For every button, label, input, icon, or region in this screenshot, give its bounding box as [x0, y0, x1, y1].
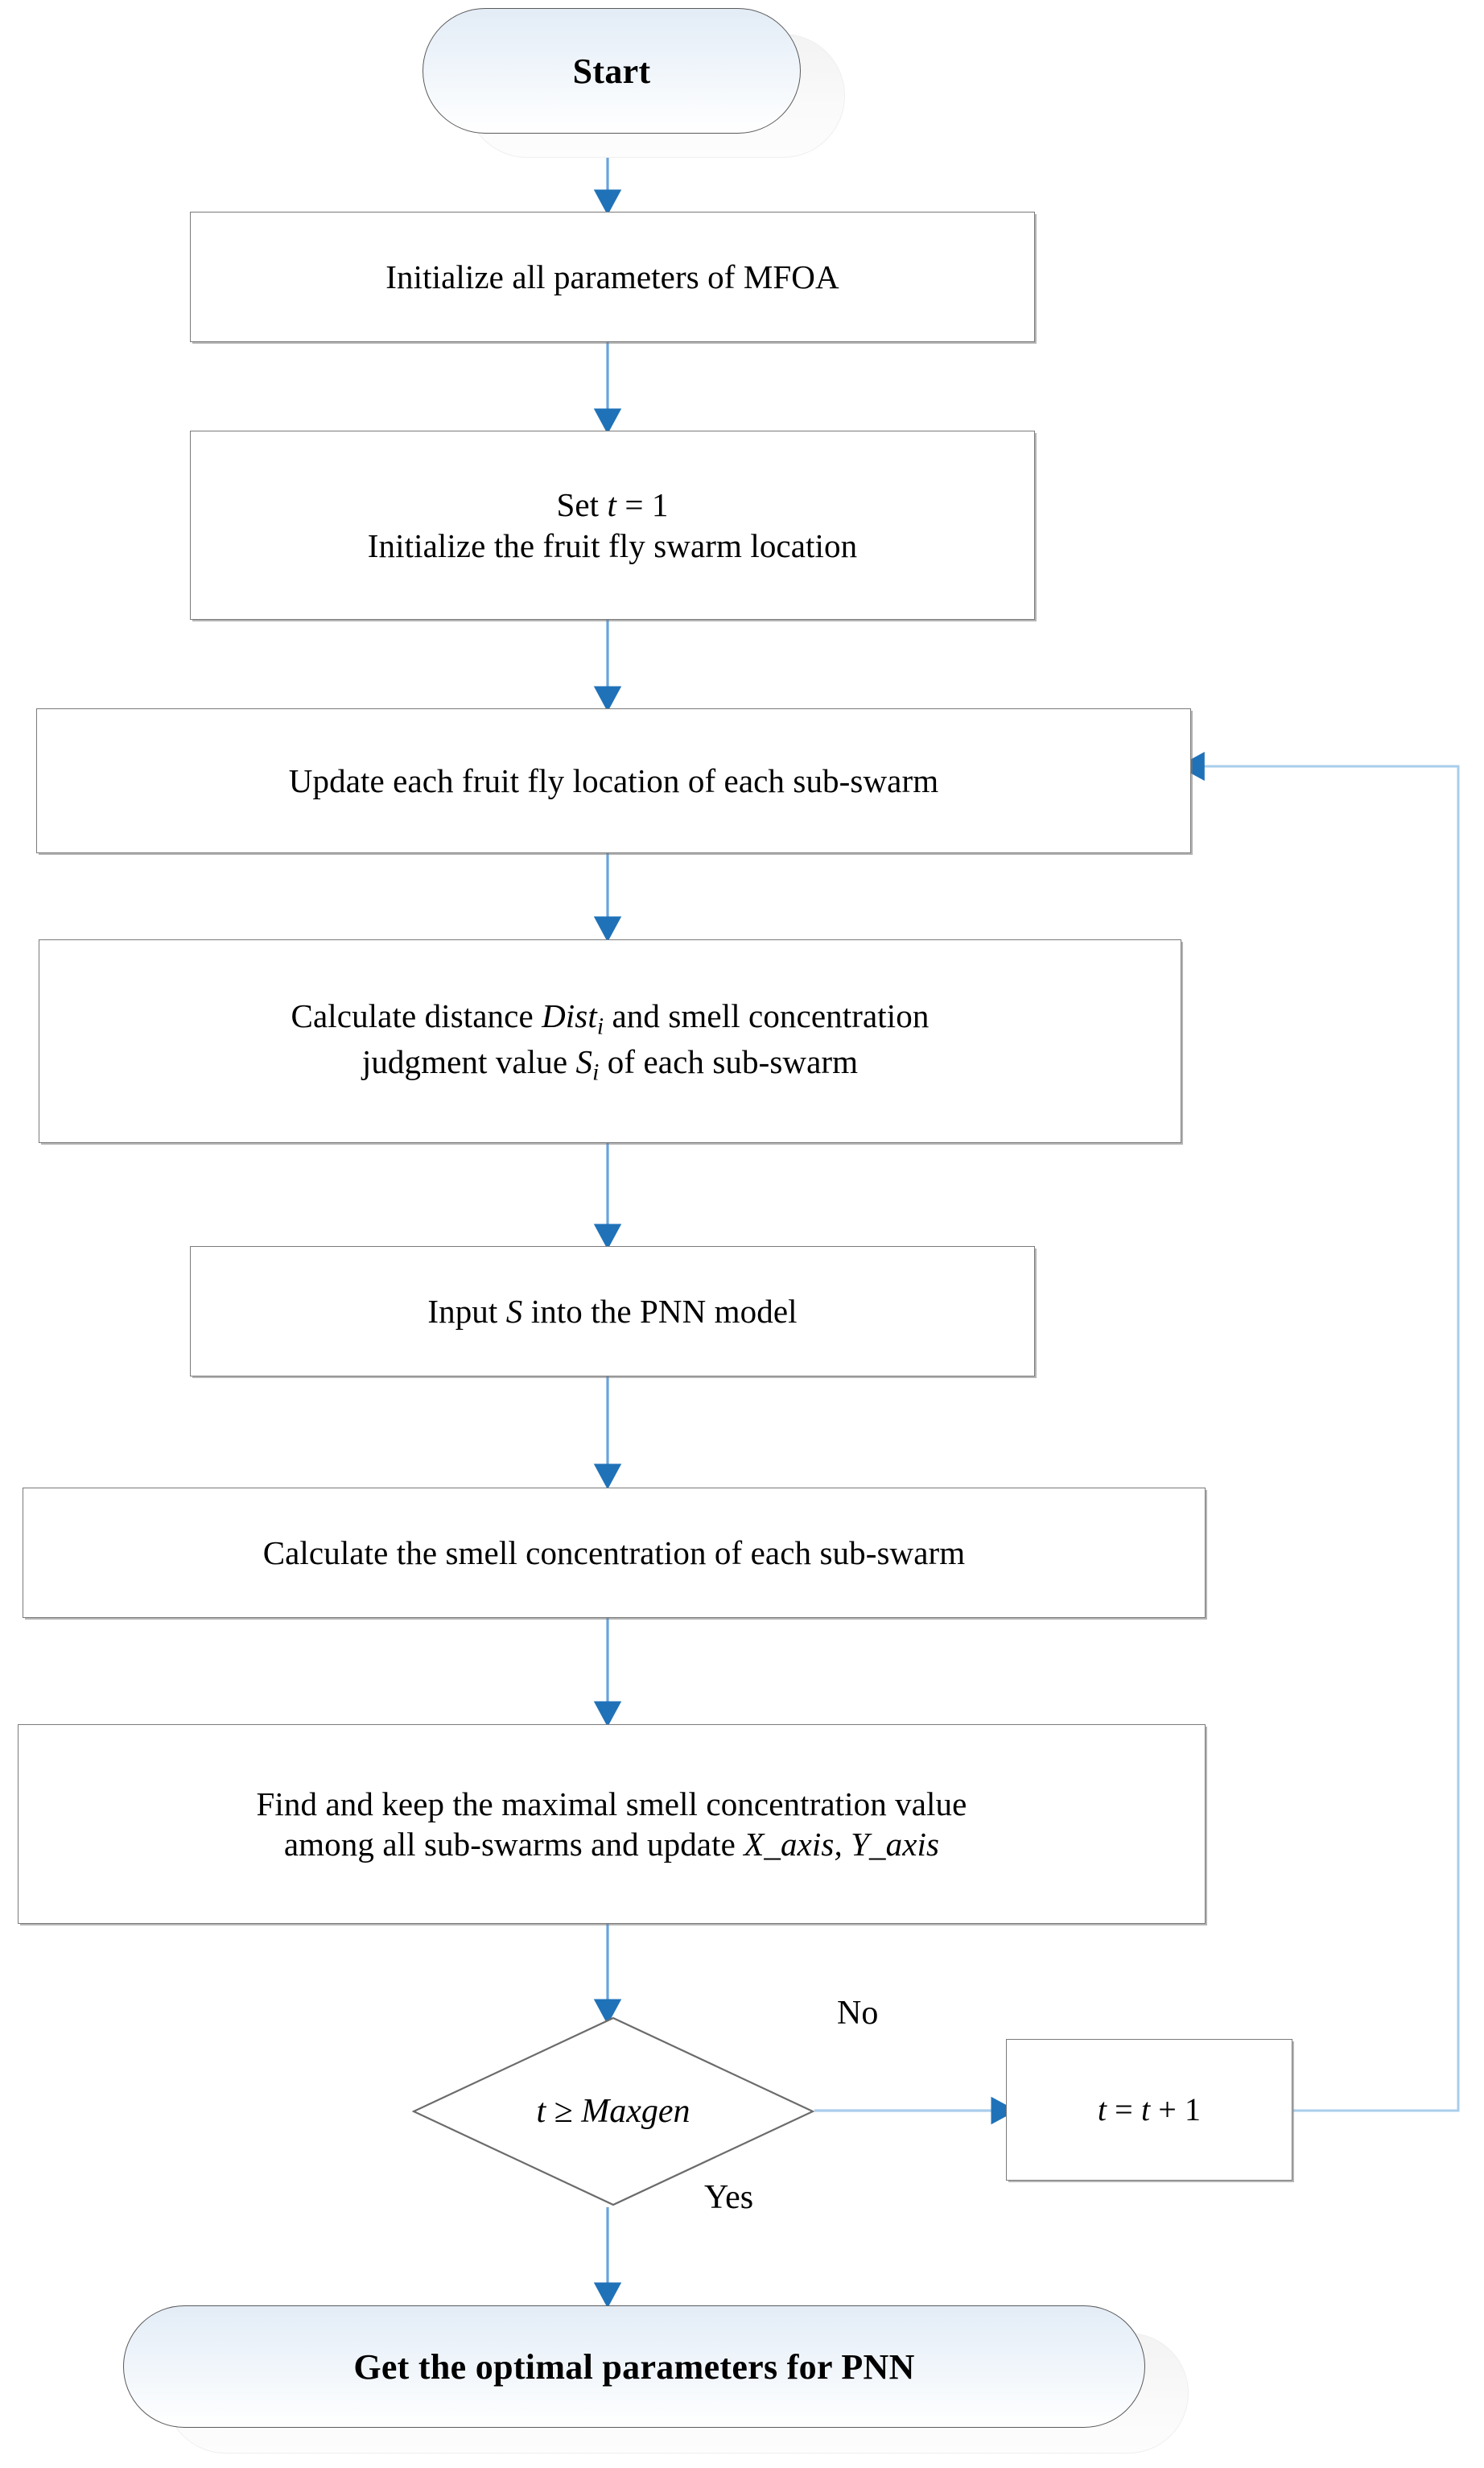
find-max-node[interactable]: Find and keep the maximal smell concentr…	[18, 1724, 1206, 1924]
find-max-line1: Find and keep the maximal smell concentr…	[256, 1785, 967, 1822]
set-t-node[interactable]: Set t = 1 Initialize the fruit fly swarm…	[190, 431, 1035, 620]
calc-smell-label: Calculate the smell concentration of eac…	[262, 1533, 966, 1571]
calc-distance-line2: judgment value Si of each sub-swarm	[361, 1042, 859, 1085]
init-params-node[interactable]: Initialize all parameters of MFOA	[190, 212, 1035, 342]
start-node[interactable]: Start	[423, 8, 801, 134]
start-node-label: Start	[572, 51, 651, 91]
update-location-node[interactable]: Update each fruit fly location of each s…	[36, 708, 1191, 853]
set-t-line1: Set t = 1	[556, 486, 669, 524]
find-max-line2: among all sub-swarms and update X_axis, …	[283, 1826, 940, 1863]
decision-maxgen-label: t ≥ Maxgen	[536, 2093, 690, 2130]
edge-loopback-to-update	[1177, 752, 1460, 2112]
input-s-node[interactable]: Input S into the PNN model	[190, 1246, 1035, 1376]
increment-t-label: t = t + 1	[1097, 2090, 1202, 2128]
calc-distance-node[interactable]: Calculate distance Disti and smell conce…	[39, 939, 1181, 1143]
decision-diamond-shape	[412, 2016, 814, 2206]
increment-t-node[interactable]: t = t + 1	[1006, 2039, 1292, 2181]
update-location-label: Update each fruit fly location of each s…	[288, 761, 939, 799]
decision-maxgen-node[interactable]: t ≥ Maxgen	[412, 2016, 814, 2206]
calc-smell-node[interactable]: Calculate the smell concentration of eac…	[23, 1488, 1206, 1618]
end-node-label: Get the optimal parameters for PNN	[353, 2346, 915, 2387]
init-params-label: Initialize all parameters of MFOA	[385, 258, 839, 295]
set-t-line2: Initialize the fruit fly swarm location	[367, 526, 858, 564]
end-node[interactable]: Get the optimal parameters for PNN	[123, 2305, 1145, 2428]
edge-label-yes: Yes	[704, 2179, 754, 2216]
input-s-label: Input S into the PNN model	[427, 1292, 798, 1330]
edge-label-no: No	[837, 1995, 879, 2032]
calc-distance-line1: Calculate distance Disti and smell conce…	[291, 997, 930, 1040]
